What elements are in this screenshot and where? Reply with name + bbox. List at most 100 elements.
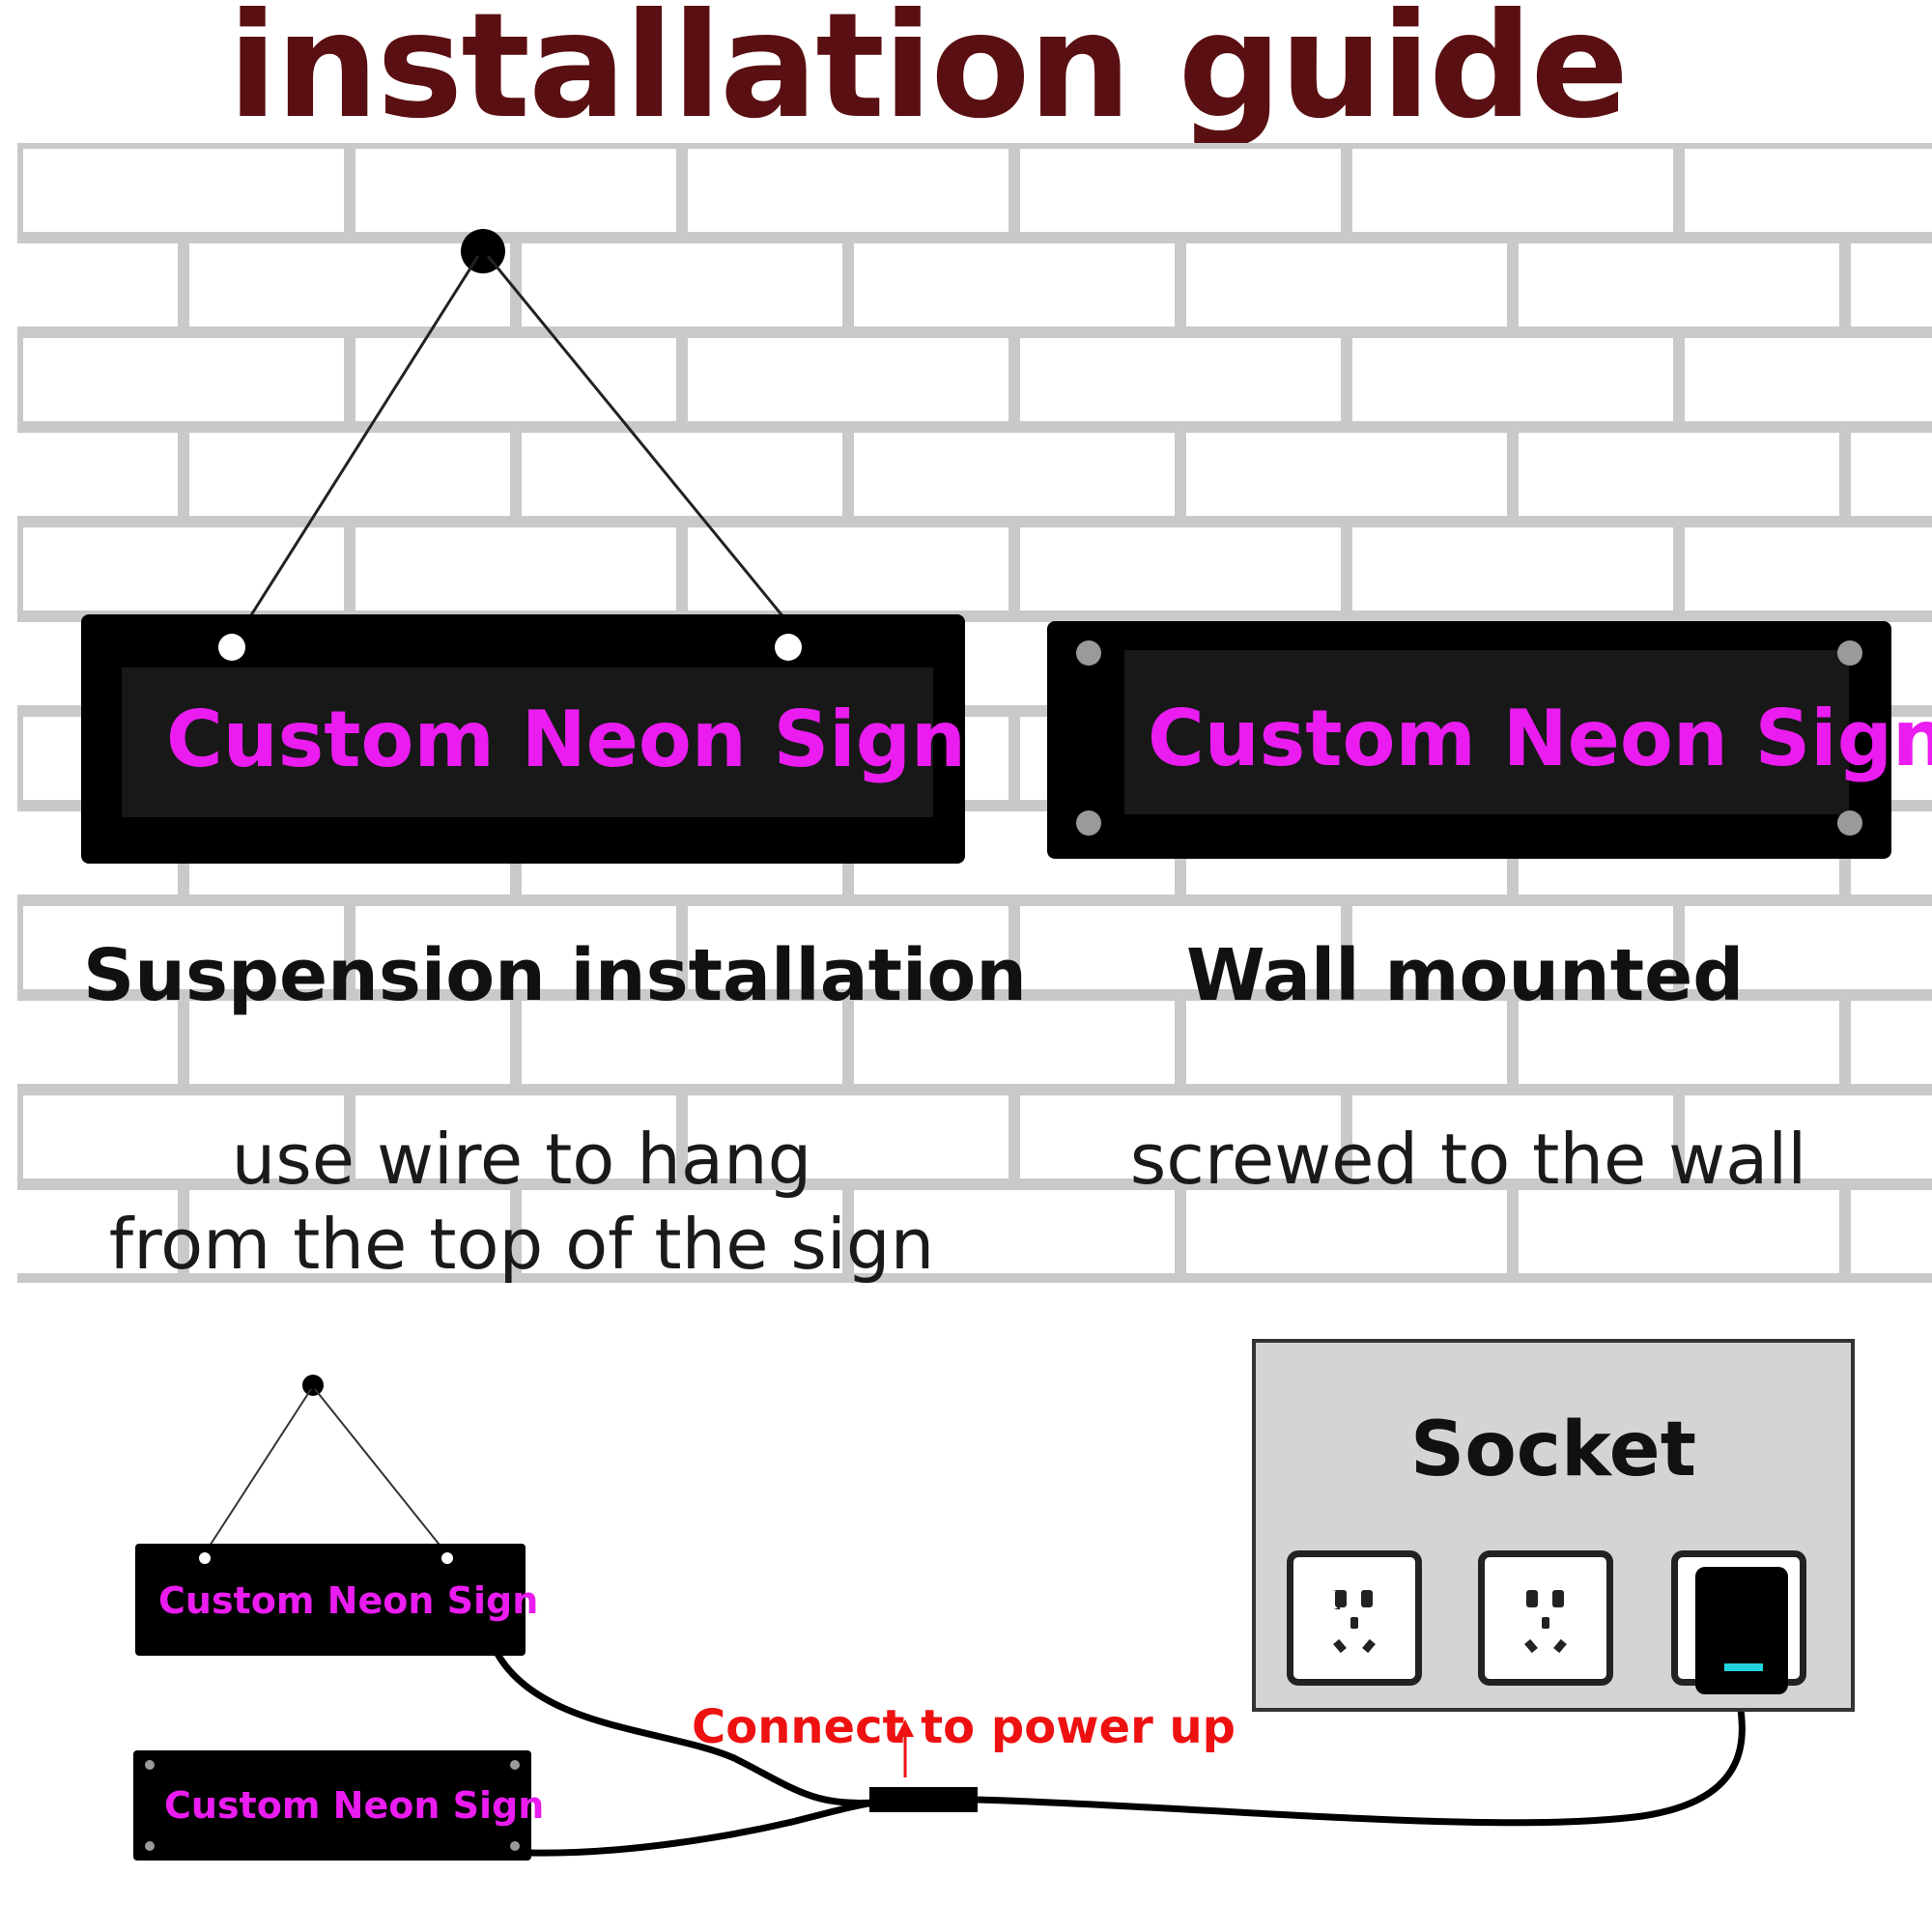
neon-sign-text: Custom Neon Sign — [158, 1579, 539, 1622]
brick — [1685, 906, 1932, 989]
brick — [17, 243, 178, 327]
brick — [1352, 527, 1673, 611]
wall-mounted-heading: Wall mounted — [1186, 934, 1745, 1017]
screw-icon — [1076, 640, 1101, 666]
brick — [189, 1001, 510, 1084]
brick — [1352, 906, 1673, 989]
screw-icon — [1837, 810, 1862, 836]
connector-icon — [869, 1787, 978, 1812]
brick — [1186, 1190, 1507, 1273]
brick — [1020, 527, 1341, 611]
connect-label: Connect to power up — [692, 1700, 1236, 1754]
wall-mounted-caption: screwed to the wall — [1129, 1119, 1807, 1200]
screw-icon — [510, 1760, 520, 1770]
brick — [1851, 433, 1932, 516]
suspension-caption-line2: from the top of the sign — [108, 1204, 935, 1285]
brick — [1685, 149, 1932, 232]
hanging-nail-icon — [302, 1375, 324, 1396]
brick — [1685, 338, 1932, 421]
brick — [1685, 527, 1932, 611]
brick — [688, 149, 1009, 232]
brick — [1186, 1001, 1507, 1084]
brick — [1352, 149, 1673, 232]
wire-icon — [204, 1388, 312, 1554]
socket-label: Socket — [1410, 1406, 1696, 1493]
brick — [355, 149, 676, 232]
suspension-caption-line1: use wire to hang — [231, 1119, 812, 1200]
brick — [355, 1095, 676, 1179]
brick — [1851, 243, 1932, 327]
brick — [1851, 1190, 1932, 1273]
brick — [355, 906, 676, 989]
brick — [17, 433, 178, 516]
power-adapter-icon — [1695, 1567, 1788, 1694]
brick — [355, 527, 676, 611]
brick — [189, 243, 510, 327]
neon-sign-text: Custom Neon Sign — [1148, 694, 1932, 783]
brick — [854, 433, 1175, 516]
brick — [854, 1001, 1175, 1084]
brick — [17, 1190, 178, 1273]
brick — [23, 149, 344, 232]
sign-panel — [1124, 650, 1849, 814]
small-mounted-sign: Custom Neon Sign — [133, 1750, 544, 1861]
page-title: installation guide — [227, 0, 1629, 151]
brick — [688, 1095, 1009, 1179]
brick — [522, 1190, 842, 1273]
wire-hole-right — [441, 1552, 453, 1564]
wire-hole-left — [199, 1552, 211, 1564]
brick — [1685, 1095, 1932, 1179]
socket-panel: Socket — [1252, 1339, 1855, 1712]
brick — [1519, 1001, 1839, 1084]
brick — [189, 1190, 510, 1273]
wall-mounted-sign: Custom Neon Sign — [1047, 621, 1932, 859]
brick — [23, 1095, 344, 1179]
neon-sign-text: Custom Neon Sign — [166, 695, 966, 784]
screw-icon — [1837, 640, 1862, 666]
suspension-heading: Suspension installation — [83, 934, 1027, 1017]
brick — [23, 338, 344, 421]
brick — [522, 243, 842, 327]
brick — [854, 1190, 1175, 1273]
small-hanging-sign: Custom Neon Sign — [135, 1544, 538, 1656]
brick — [1519, 243, 1839, 327]
screw-icon — [1076, 810, 1101, 836]
brick — [522, 433, 842, 516]
brick — [688, 906, 1009, 989]
brick — [17, 1001, 178, 1084]
brick — [1186, 243, 1507, 327]
screw-icon — [145, 1841, 155, 1851]
brick — [1020, 149, 1341, 232]
wire-icon — [314, 1388, 447, 1554]
brick — [1020, 1095, 1341, 1179]
wire-hole-left — [218, 634, 245, 661]
outlet-holes — [1524, 1590, 1567, 1654]
wire-hole-right — [775, 634, 802, 661]
brick — [1352, 1095, 1673, 1179]
brick — [23, 527, 344, 611]
brick — [1352, 338, 1673, 421]
outlet-icon — [1287, 1550, 1422, 1686]
brick — [688, 527, 1009, 611]
sign-panel — [122, 668, 933, 817]
sign-cable — [528, 1799, 875, 1857]
outlet-icon — [1671, 1550, 1806, 1694]
brick — [1186, 433, 1507, 516]
outlet-icon — [1478, 1550, 1613, 1686]
brick — [355, 338, 676, 421]
brick — [522, 1001, 842, 1084]
screw-icon — [145, 1760, 155, 1770]
screw-icon — [510, 1841, 520, 1851]
suspension-sign: Custom Neon Sign — [81, 614, 966, 864]
brick — [1519, 433, 1839, 516]
brick — [1519, 1190, 1839, 1273]
brick — [1020, 906, 1341, 989]
outlet-holes — [1332, 1590, 1376, 1654]
brick — [688, 338, 1009, 421]
indicator-led — [1724, 1663, 1763, 1671]
brick — [1020, 338, 1341, 421]
brick — [1851, 1001, 1932, 1084]
neon-sign-text: Custom Neon Sign — [164, 1784, 545, 1827]
brick — [189, 433, 510, 516]
brick — [854, 243, 1175, 327]
